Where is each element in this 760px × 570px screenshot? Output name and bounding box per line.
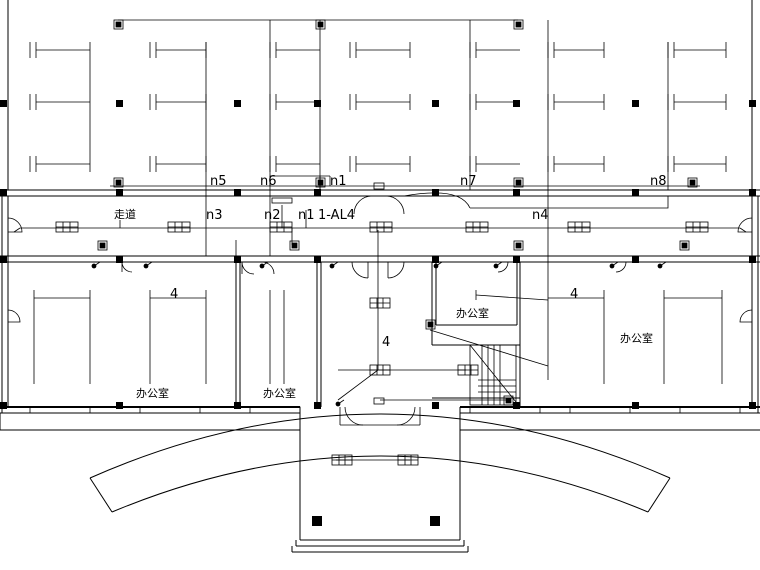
- circuit-n8: n8: [650, 174, 667, 189]
- circuit-n2: n2: [264, 208, 281, 223]
- circuit-n6: n6: [260, 174, 277, 189]
- count-right: 4: [570, 287, 578, 302]
- labels: 走道 办公室 办公室 办公室 办公室 n5 n6 n1 n7 n8 n3 n2 …: [114, 174, 667, 400]
- entrance-porch: [89, 406, 671, 553]
- switches: [13, 227, 747, 407]
- circuit-n7: n7: [460, 174, 477, 189]
- doors: [7, 195, 753, 323]
- circuit-n1-corridor: n1: [298, 208, 315, 223]
- circuit-n1-top: n1: [330, 174, 347, 189]
- office-label-right-small: 办公室: [456, 306, 489, 320]
- office-label-left-large: 办公室: [136, 386, 169, 400]
- building-outline: [0, 0, 760, 431]
- count-center: 4: [382, 335, 390, 350]
- electrical-outlets: [97, 19, 698, 406]
- corridor-label: 走道: [114, 207, 136, 221]
- fluorescent-lights-lower: [33, 230, 723, 461]
- circuit-n5: n5: [210, 174, 227, 189]
- corridor-lamps: [55, 221, 709, 466]
- fluorescent-lights-top: [29, 19, 727, 380]
- circuit-n4: n4: [532, 208, 549, 223]
- corridor-wiring: [20, 176, 740, 256]
- panel-label: 1-AL4: [318, 208, 355, 223]
- office-label-right-large: 办公室: [620, 331, 653, 345]
- office-label-left-small: 办公室: [263, 386, 296, 400]
- circuit-n3: n3: [206, 208, 223, 223]
- count-left: 4: [170, 287, 178, 302]
